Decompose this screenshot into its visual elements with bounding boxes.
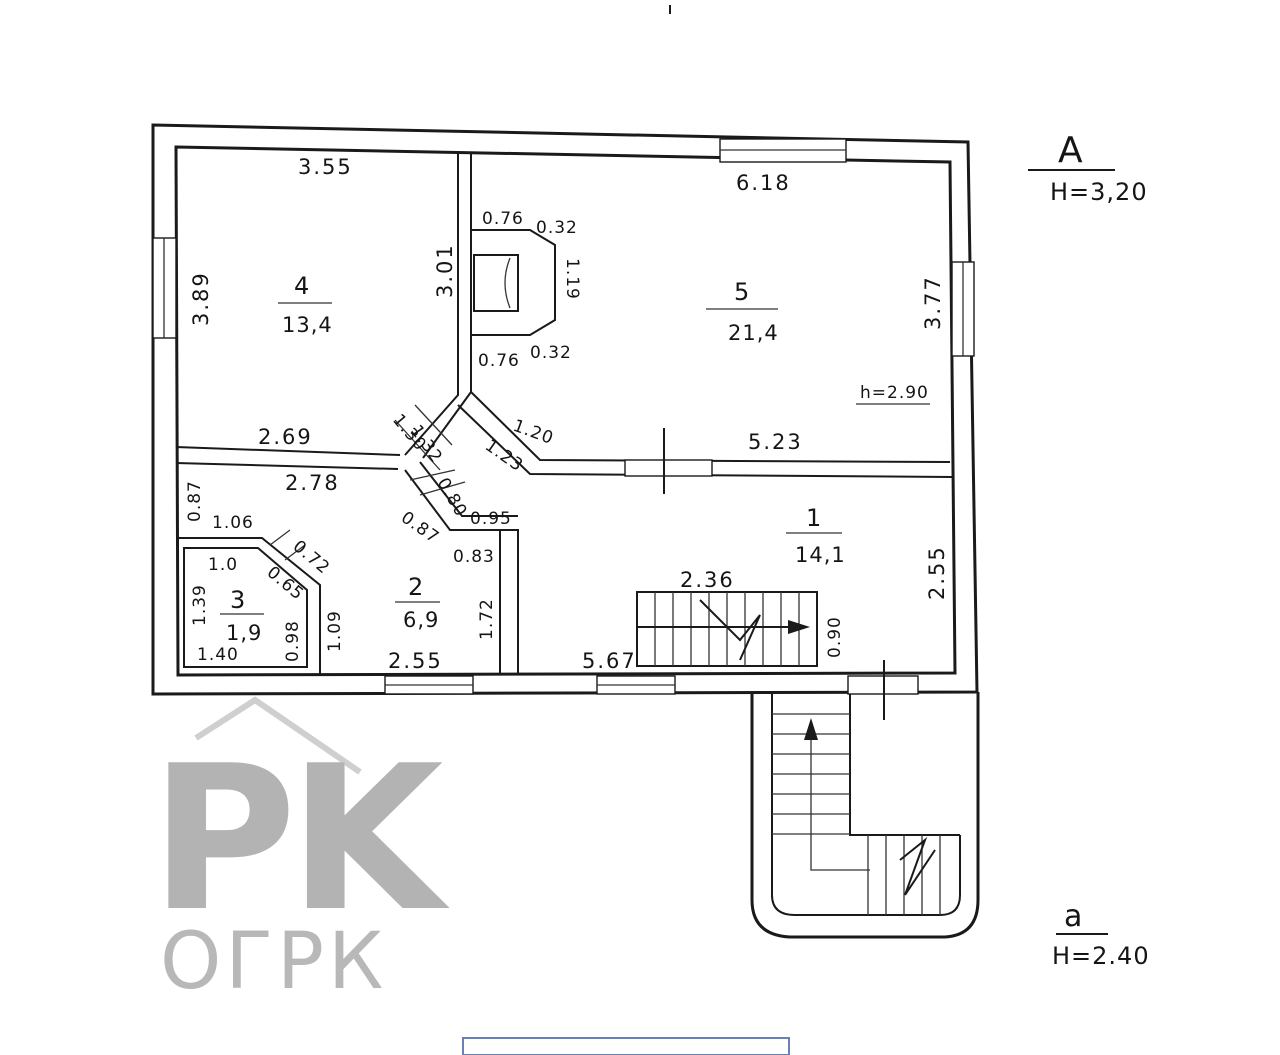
dim-entry-b: 0.87 — [397, 508, 443, 548]
dim-room3-inner-top: 1.0 — [208, 555, 238, 575]
windows — [152, 138, 975, 695]
legend-main-height: H=3,20 — [1050, 178, 1148, 206]
room-label-5: 5 21,4 — [706, 278, 779, 345]
dim-room2-top: 2.78 — [285, 471, 340, 495]
room-area: 6,9 — [403, 608, 439, 632]
exterior-staircase — [750, 660, 980, 939]
room-number: 4 — [294, 272, 309, 300]
logo-text: ОГРК — [160, 917, 387, 1007]
room-number: 2 — [408, 573, 423, 601]
dim-hall-top: 5.23 — [748, 430, 803, 454]
dim-room3-top-left: 0.87 — [185, 480, 205, 522]
company-logo: PK ОГРК — [150, 696, 459, 1007]
room-label-1: 1 14,1 — [786, 504, 846, 567]
arrow-up-icon — [804, 718, 818, 740]
room-number: 3 — [230, 586, 245, 614]
dim-stove-bot-a: 0.76 — [478, 351, 520, 371]
dimension-labels: 3.55 6.18 3.89 3.01 3.77 1.19 0.76 0.32 … — [185, 155, 949, 673]
logo-big-letters: PK — [150, 723, 451, 956]
dim-right-room5: 3.77 — [921, 275, 945, 330]
legend-annex: a H=2.40 — [1052, 899, 1150, 970]
dim-room3-left: 1.39 — [190, 584, 210, 626]
dim-stove-bot-b: 0.32 — [530, 343, 572, 363]
arrow-right-icon — [788, 620, 810, 634]
room-number: 1 — [806, 504, 821, 532]
dim-top-room5: 6.18 — [736, 171, 791, 195]
room-area: 1,9 — [226, 621, 262, 645]
dim-entry-d: 0.83 — [453, 547, 495, 567]
legend-main-letter: A — [1058, 130, 1083, 171]
dim-room4-bottom: 2.69 — [258, 425, 313, 449]
room-area: 14,1 — [795, 543, 846, 567]
room-label-2: 2 6,9 — [395, 573, 440, 632]
dim-room2-bottom: 2.55 — [388, 649, 443, 673]
dim-top-room4: 3.55 — [298, 155, 353, 179]
dim-hall-bottom: 5.67 — [582, 649, 637, 673]
dim-diag-a: 1.20 — [510, 416, 556, 449]
dim-hall-right: 2.55 — [925, 545, 949, 600]
dim-room3-diag-a: 0.72 — [289, 537, 334, 579]
dim-entry-c: 0.95 — [470, 509, 512, 529]
dim-room2-right: 1.72 — [477, 598, 497, 640]
dim-room3-right: 0.98 — [283, 620, 303, 662]
room-area: 13,4 — [282, 313, 333, 337]
stamp-edge — [462, 1037, 790, 1055]
room-height-note: h=2.90 — [860, 383, 929, 403]
dim-stair-width: 0.90 — [825, 616, 845, 658]
dim-stove-side: 1.19 — [562, 258, 582, 300]
dim-left-room4: 3.89 — [189, 271, 213, 326]
outer-walls — [151, 123, 979, 696]
legend-main: A H=3,20 — [1028, 130, 1148, 206]
dim-stove-top-b: 0.32 — [536, 218, 578, 238]
room-area: 21,4 — [728, 321, 779, 345]
stove — [471, 229, 556, 336]
dim-diag-b: 1.23 — [481, 436, 527, 476]
room-number: 5 — [734, 278, 749, 306]
dim-room2-left: 1.09 — [325, 610, 345, 652]
dim-stove-top-a: 0.76 — [482, 209, 524, 229]
legend-annex-letter: a — [1064, 899, 1082, 934]
interior-walls — [175, 152, 953, 675]
dim-stair-length: 2.36 — [680, 568, 735, 592]
dim-room3-bottom: 1.40 — [197, 645, 239, 665]
inner-staircase — [636, 591, 818, 667]
room-label-4: 4 13,4 — [278, 272, 333, 337]
dim-wall-4-5: 3.01 — [433, 243, 457, 298]
legend-annex-height: H=2.40 — [1052, 942, 1150, 970]
room-label-3: 3 1,9 — [220, 586, 264, 645]
dim-room3-top: 1.06 — [212, 513, 254, 533]
